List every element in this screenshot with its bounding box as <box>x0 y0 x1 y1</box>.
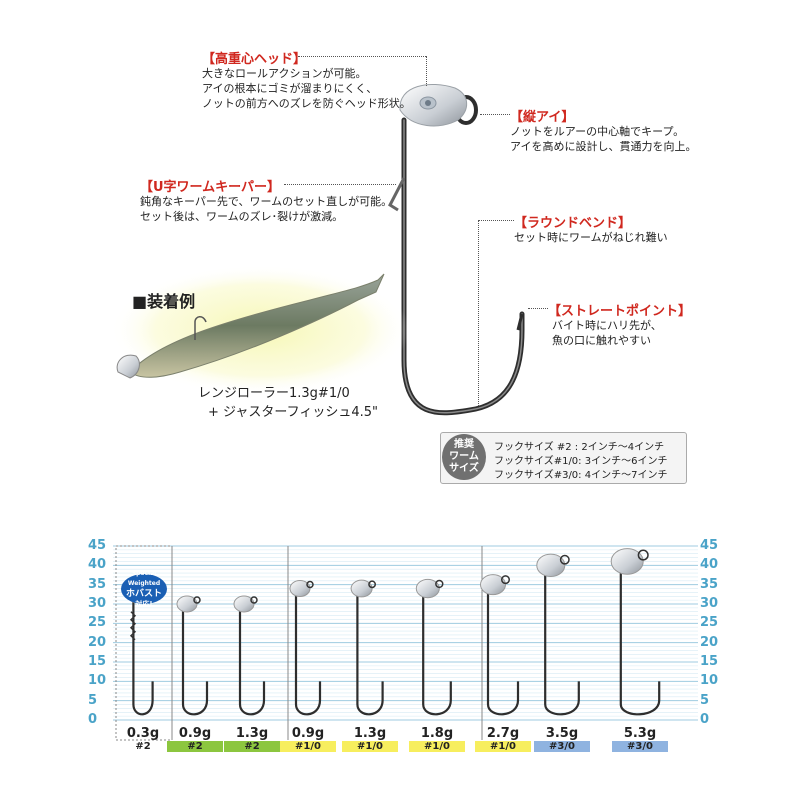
scale-tick: 10 <box>700 673 719 689</box>
scale-tick: 10 <box>88 673 107 689</box>
weight-label: 1.8g <box>420 726 454 741</box>
heavy-head-leader-v <box>426 56 427 86</box>
lineup-scale-chart <box>113 545 698 741</box>
lineup-hook <box>289 580 322 716</box>
weight-label: 1.3g <box>235 726 269 741</box>
scale-tick: 5 <box>88 692 98 708</box>
heavy-head-leader <box>298 56 426 57</box>
example-label: ■装着例 <box>132 292 196 311</box>
weight-label: 0.9g <box>291 726 325 741</box>
scale-tick: 45 <box>700 538 719 553</box>
round-bend-leader-v <box>478 220 479 408</box>
u-keeper-leader <box>284 184 396 185</box>
heavy-head-desc: 大きなロールアクションが可能。 アイの根本にゴミが溜まりにくく、 ノットの前方へ… <box>202 67 411 110</box>
size-band-cell: #1/0 <box>475 741 531 752</box>
scale-tick: 0 <box>88 712 98 727</box>
first-column-frame <box>115 545 173 741</box>
heavy-head-title: 【高重心ヘッド】 <box>202 52 307 67</box>
main-hook <box>388 83 525 416</box>
scale-tick: 20 <box>88 634 107 650</box>
scale-tick: 40 <box>700 557 719 573</box>
weight-label: 5.3g <box>623 726 657 741</box>
lineup-hook <box>415 578 452 716</box>
scale-tick: 5 <box>700 692 710 708</box>
vertical-eye-title: 【縦アイ】 <box>510 110 575 125</box>
u-keeper-desc: 鈍角なキーパー先で、ワームのセット直しが可能。 セット後は、ワームのズレ･裂けが… <box>140 195 393 223</box>
recommended-row: フックサイズ#3/0: 4インチ～7インチ <box>494 470 668 481</box>
straight-point-title: 【ストレートポイント】 <box>548 304 692 319</box>
recommended-badge: 推奨 ワーム サイズ <box>442 434 486 480</box>
round-bend-desc: セット時にワームがねじれ難い <box>514 231 668 244</box>
lineup-hook <box>536 553 580 716</box>
lineup-hook <box>176 595 209 716</box>
scale-tick: 0 <box>700 712 710 727</box>
size-band-cell: #3/0 <box>612 741 668 752</box>
lineup-hook <box>480 574 520 716</box>
hobust-badge: Special Weighted ホバスト 対応! <box>121 570 167 608</box>
scale-tick: 20 <box>700 634 719 650</box>
recommended-row: フックサイズ#1/0: 3インチ～6インチ <box>494 456 668 467</box>
example-caption: レンジローラー1.3g#1/0 + ジャスターフィッシュ4.5" <box>198 386 378 420</box>
size-band-cell: #2 <box>224 741 280 752</box>
round-bend-leader <box>478 220 514 221</box>
weight-label: 1.3g <box>353 726 387 741</box>
example-worm <box>116 273 385 379</box>
scale-tick: 35 <box>88 576 107 592</box>
straight-point-leader <box>528 308 548 309</box>
jighead-diagram <box>110 83 525 416</box>
scale-tick: 15 <box>700 654 719 669</box>
weight-label: 0.9g <box>178 726 212 741</box>
size-band: #2#2#2#1/0#1/0#1/0#1/0#3/0#3/0 <box>113 741 688 752</box>
lineup-hook <box>233 595 266 716</box>
scale-tick: 25 <box>700 615 719 631</box>
weight-label: 0.3g <box>126 726 160 741</box>
weight-label: 2.7g <box>486 726 520 741</box>
vertical-eye-desc: ノットをルアーの中心軸でキープ。 アイを高めに設計し、貫通力を向上。 <box>510 125 697 153</box>
lineup-hook <box>610 548 661 716</box>
size-band-cell: #3/0 <box>534 741 590 752</box>
scale-tick: 40 <box>88 557 107 573</box>
recommended-row: フックサイズ #2 : 2インチ～4インチ <box>494 442 665 453</box>
size-band-cell: #2 <box>167 741 223 752</box>
scale-tick: 30 <box>700 596 719 611</box>
scale-tick: 30 <box>88 596 107 611</box>
size-band-cell: #1/0 <box>280 741 336 752</box>
size-band-cell: #1/0 <box>409 741 465 752</box>
u-keeper-title: 【U字ワームキーパー】 <box>140 180 281 195</box>
scale-tick: 25 <box>88 615 107 631</box>
scale-tick: 45 <box>88 538 107 553</box>
hobust-keeper <box>129 611 137 641</box>
lineup-hook <box>350 579 384 716</box>
vertical-eye-leader <box>480 114 510 115</box>
size-band-cell: #2 <box>115 741 171 752</box>
round-bend-title: 【ラウンドベンド】 <box>514 216 632 231</box>
size-band-cell: #1/0 <box>342 741 398 752</box>
weight-label: 3.5g <box>545 726 579 741</box>
scale-tick: 35 <box>700 576 719 592</box>
straight-point-desc: バイト時にハリ先が、 魚の口に触れやすい <box>552 319 662 347</box>
scale-tick: 15 <box>88 654 107 669</box>
